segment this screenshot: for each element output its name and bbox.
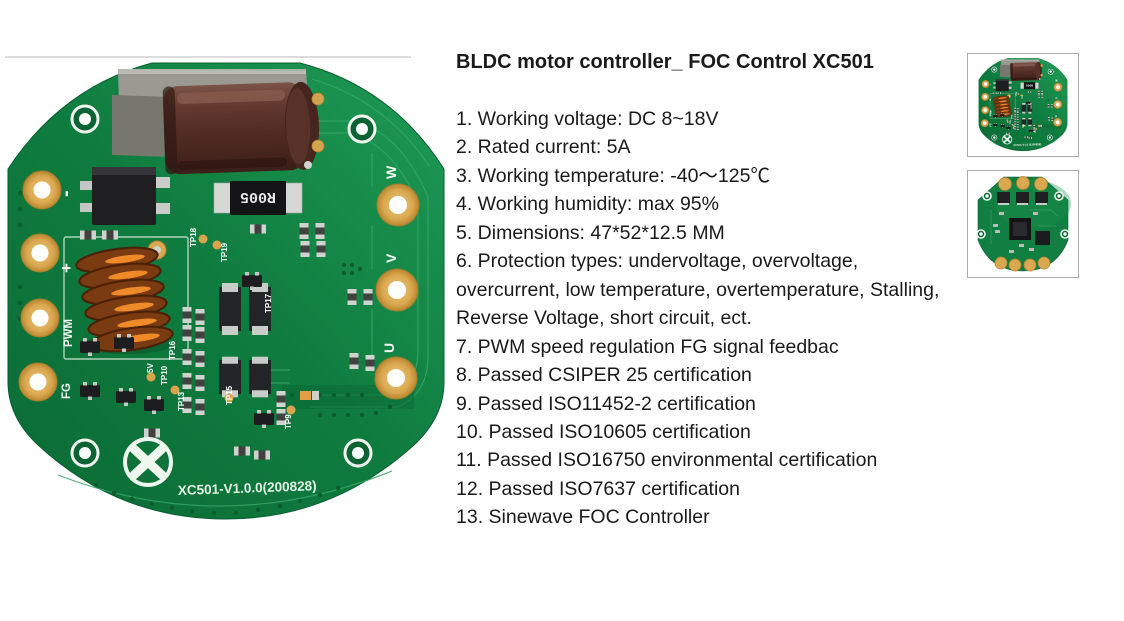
mounting-hole (343, 438, 373, 468)
brand-logo-x-icon (123, 437, 173, 487)
pad-label-plus: + (57, 263, 76, 273)
pad-label-fg: FG (61, 383, 73, 399)
electrolytic-capacitor (162, 81, 320, 175)
mounting-hole (976, 191, 1070, 239)
aux-chip (1035, 231, 1050, 245)
mounting-hole (70, 438, 100, 468)
power-diode (80, 167, 170, 225)
mcu-chip (1009, 218, 1031, 240)
phase-pads-top (998, 176, 1048, 191)
pcb-back-thumbnail (976, 176, 1071, 272)
pad-label-minus: - (55, 190, 77, 197)
mounting-hole (347, 114, 377, 144)
spec-line: 11. Passed ISO16750 environmental certif… (456, 449, 878, 472)
spec-line: 5. Dimensions: 47*52*12.5 MM (456, 221, 725, 244)
shunt-resistor-label: R005 (240, 188, 276, 205)
spec-line: 2. Rated current: 5A (456, 136, 631, 159)
solder-pad (311, 92, 325, 106)
driver-chips (997, 192, 1048, 205)
pcb-front-photo: R005 (7, 62, 445, 520)
via-dots (17, 190, 393, 516)
spec-line: 1. Working voltage: DC 8~18V (456, 108, 719, 130)
solder-pad (311, 139, 325, 153)
test-point-label: TP18 (189, 227, 198, 247)
version-silkscreen-text: XC501-V1.0.0(200828) (178, 478, 317, 498)
spec-line: 3. Working temperature: -40～125℃ (456, 164, 770, 187)
thumbnail-front-view[interactable] (967, 53, 1079, 157)
pcb-front-thumbnail (971, 57, 1075, 153)
spec-list: 1. Working voltage: DC 8~18V 2. Rated cu… (456, 105, 1056, 532)
product-title: BLDC motor controller_ FOC Control XC501 (456, 51, 874, 73)
inductor-coil (75, 240, 174, 354)
spec-line: 7. PWM speed regulation FG signal feedba… (456, 335, 839, 358)
pads-bottom (994, 256, 1051, 272)
test-point-label: 5V (146, 363, 155, 373)
spec-line: 6. Protection types: undervoltage, overv… (456, 250, 940, 330)
photo-top-divider-line (5, 56, 411, 58)
test-point-label: TP9 (284, 414, 293, 429)
pad-pwm: PWM (20, 298, 75, 347)
test-point-label: TP19 (220, 242, 229, 262)
pad-fg: FG (18, 362, 73, 402)
pad-label-u: U (381, 343, 397, 353)
spec-line: 8. Passed CSIPER 25 certification (456, 364, 752, 387)
pad-v: V (375, 253, 419, 312)
test-point-labels: TP18 TP19 TP17 TP16 5V TP10 TP13 TP15 TP… (146, 227, 293, 429)
thumbnail-back-view[interactable] (967, 170, 1079, 278)
smd-components (80, 223, 375, 460)
pad-u: U (374, 343, 418, 400)
inductor-silk-box (63, 236, 189, 360)
pad-label-pwm: PWM (63, 319, 75, 347)
pad-w: W (376, 165, 420, 227)
pad-label-v: V (383, 253, 399, 263)
gold-test-pads (146, 234, 296, 415)
shunt-resistor: R005 (213, 181, 303, 215)
test-point-label: TP16 (168, 340, 177, 360)
spec-line: 12. Passed ISO7637 certification (456, 477, 740, 500)
spec-line: 10. Passed ISO10605 certification (456, 420, 751, 443)
smd-capacitor (250, 224, 266, 234)
pad-label-w: W (383, 165, 399, 179)
pad-plus: + (20, 233, 76, 273)
smd-components (993, 212, 1038, 253)
main-product-image[interactable]: R005 (0, 57, 452, 529)
mounting-hole (70, 104, 100, 134)
test-point-label: TP17 (264, 293, 273, 313)
spec-line: 9. Passed ISO11452-2 certification (456, 392, 756, 415)
test-point-label: TP13 (177, 391, 186, 411)
test-point-label: TP10 (160, 365, 169, 385)
product-info: BLDC motor controller_ FOC Control XC501… (456, 48, 1056, 532)
test-point-label: TP15 (225, 385, 234, 405)
spec-line: 4. Working humidity: max 95% (456, 193, 719, 216)
solder-blob (304, 161, 312, 169)
pad-minus: - (22, 170, 77, 210)
spec-line: 13. Sinewave FOC Controller (456, 506, 710, 529)
